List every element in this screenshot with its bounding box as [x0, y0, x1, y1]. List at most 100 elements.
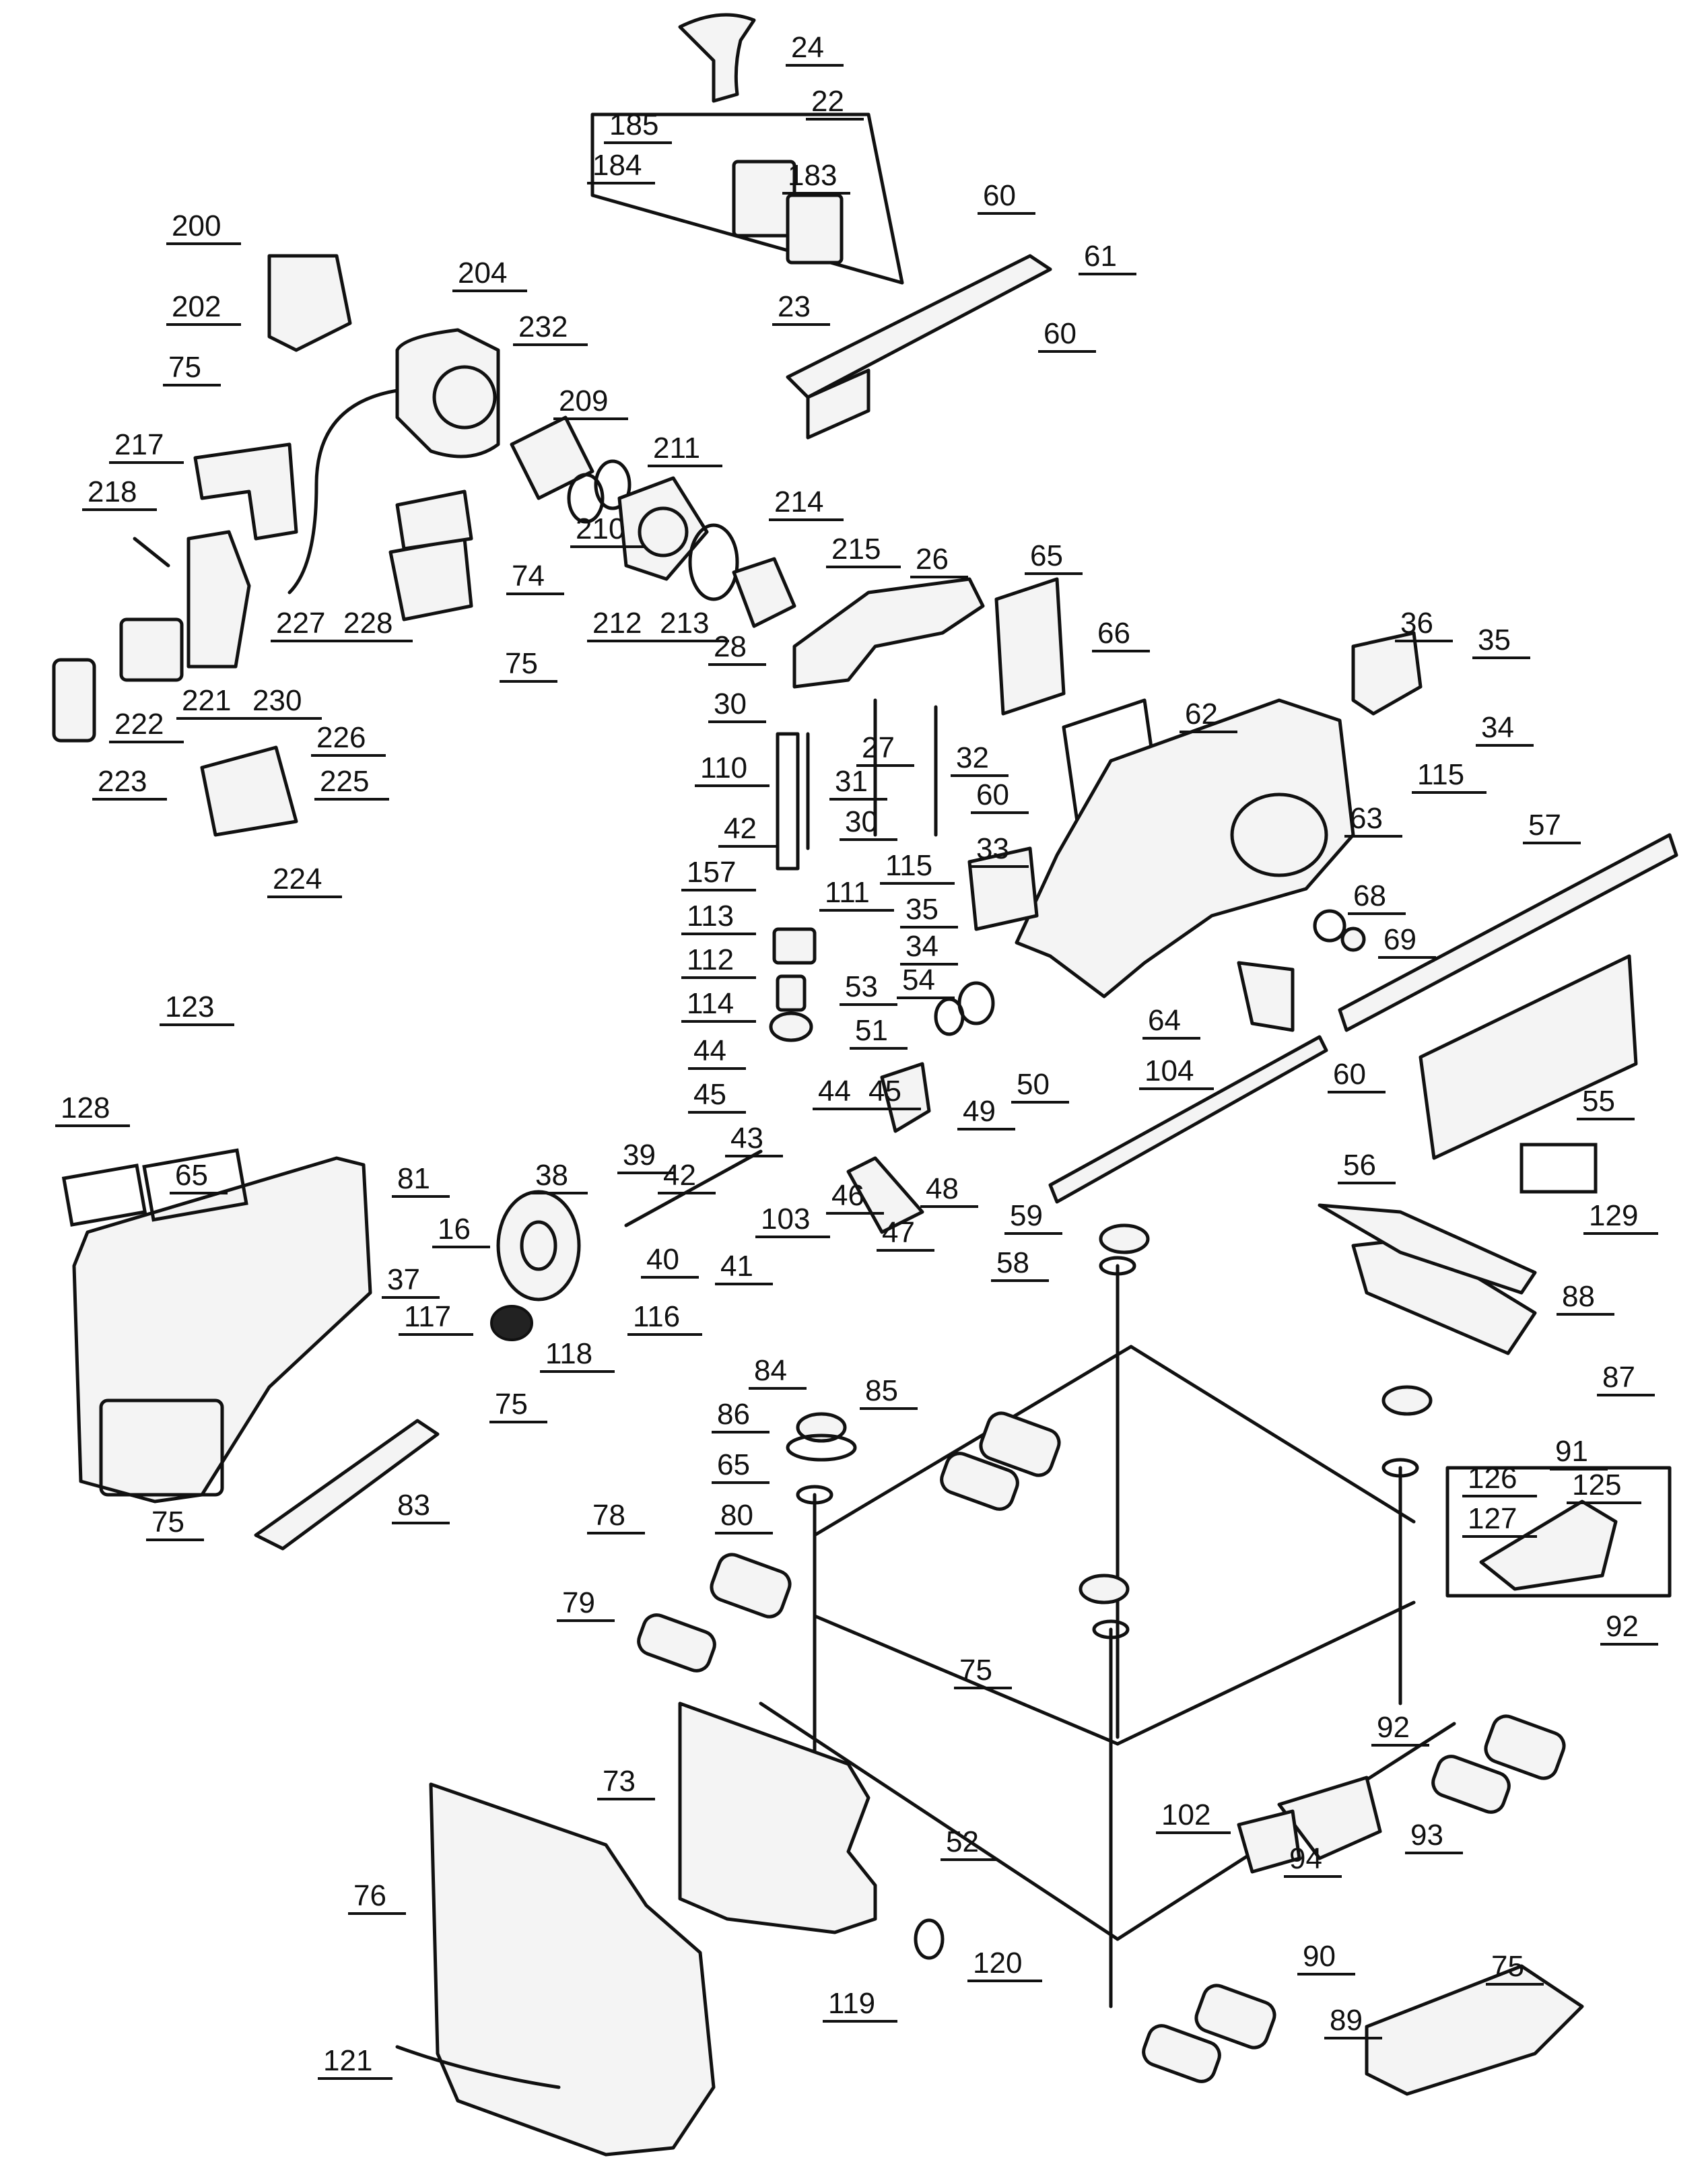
callout-label: 44 [818, 1075, 851, 1108]
callout-label: 93 [1410, 1819, 1443, 1852]
foot-block-top-b [940, 1452, 1019, 1511]
callout-30a: 30 [708, 687, 766, 723]
callout-52: 52 [941, 1825, 998, 1861]
callout-label: 127 [1468, 1502, 1517, 1535]
callout-label: 37 [387, 1263, 420, 1296]
callout-30b: 30 [840, 805, 897, 841]
callout-label: 34 [906, 930, 938, 963]
bracket-plate [732, 160, 796, 238]
callout-label: 185 [609, 108, 658, 141]
callout-75c: 75 [489, 1388, 547, 1423]
bracket-74-top [395, 489, 473, 551]
handle-89 [1365, 1964, 1584, 2096]
callout-label: 78 [592, 1499, 625, 1532]
callout-41: 41 [715, 1250, 773, 1285]
callout-label: 50 [1017, 1068, 1050, 1101]
callout-110: 110 [695, 751, 770, 787]
callout-102: 102 [1156, 1798, 1231, 1834]
callout-label: 222 [114, 708, 164, 741]
callout-label: 62 [1185, 698, 1218, 731]
block-114 [776, 974, 807, 1012]
callout-label: 102 [1161, 1798, 1210, 1831]
callout-label: 204 [458, 257, 507, 290]
callout-label: 81 [397, 1162, 430, 1195]
rail-59 [1048, 1035, 1328, 1204]
callout-224: 224 [267, 863, 342, 898]
callout-label: 230 [252, 684, 302, 717]
callout-label: 41 [720, 1250, 753, 1283]
callout-label: 212 [592, 607, 642, 640]
callout-65c: 65 [712, 1448, 770, 1484]
callout-label: 121 [323, 2044, 372, 2077]
switch-221 [119, 617, 184, 682]
foot-block-78 [710, 1553, 792, 1619]
callout-48: 48 [920, 1172, 978, 1208]
callout-213: 213 [654, 607, 729, 642]
callout-211: 211 [648, 432, 722, 467]
callout-34a: 34 [1476, 711, 1534, 747]
callout-label: 23 [778, 290, 811, 323]
switch-housing-230 [186, 530, 251, 669]
callout-227: 227 [271, 607, 345, 642]
callout-119: 119 [823, 1987, 897, 2023]
callout-63: 63 [1344, 802, 1402, 838]
gasket-213 [688, 523, 739, 601]
callout-103: 103 [755, 1203, 830, 1238]
callout-label: 45 [693, 1078, 726, 1111]
callout-200: 200 [166, 209, 241, 245]
washer-68 [1313, 909, 1346, 943]
motor-housing-200 [267, 254, 352, 352]
motor-hose [287, 389, 399, 595]
callout-45a: 45 [688, 1078, 746, 1114]
callout-label: 125 [1572, 1468, 1621, 1501]
disc-120 [914, 1918, 945, 1960]
bracket-94 [1237, 1809, 1301, 1874]
foot-mount-85 [796, 1412, 847, 1443]
callout-111: 111 [819, 876, 894, 912]
callout-91: 91 [1550, 1435, 1608, 1471]
foot-block-low-a [1194, 1984, 1276, 2050]
foot-block-right-b [1431, 1755, 1511, 1814]
callout-80: 80 [715, 1499, 773, 1534]
callout-label: 128 [61, 1091, 110, 1124]
callout-64: 64 [1142, 1004, 1200, 1040]
callout-label: 86 [717, 1398, 750, 1431]
bracket-plate-rear [786, 193, 844, 265]
callout-75e: 75 [954, 1654, 1012, 1689]
callout-label: 215 [831, 533, 881, 566]
callout-label: 224 [273, 863, 322, 896]
knob-118 [490, 1305, 533, 1341]
callout-label: 31 [835, 765, 868, 798]
callout-34b: 34 [900, 930, 958, 966]
callout-label: 90 [1303, 1940, 1336, 1973]
callout-label: 40 [646, 1243, 679, 1276]
callout-118: 118 [540, 1337, 615, 1373]
callout-label: 104 [1145, 1054, 1194, 1087]
callout-44b: 44 [813, 1075, 870, 1110]
callout-label: 129 [1589, 1199, 1638, 1232]
paddle-223 [52, 658, 96, 743]
callout-label: 63 [1350, 802, 1383, 835]
callout-120: 120 [967, 1947, 1042, 1982]
foot-mount-mid [1079, 1574, 1130, 1604]
callout-label: 58 [996, 1246, 1029, 1279]
callout-104: 104 [1139, 1054, 1214, 1090]
callout-label: 210 [576, 512, 625, 545]
callout-label: 44 [693, 1034, 726, 1067]
callout-212: 212 [587, 607, 662, 642]
callout-74: 74 [506, 560, 564, 595]
panel-56 [1419, 954, 1638, 1160]
gear-214 [732, 557, 796, 628]
callout-label: 75 [168, 351, 201, 384]
callout-label: 91 [1555, 1435, 1588, 1468]
callout-65a: 65 [1025, 539, 1083, 575]
callout-117: 117 [399, 1300, 473, 1336]
rail-bracket-61 [806, 368, 870, 440]
callout-65b: 65 [170, 1159, 228, 1194]
bracket-125 [1479, 1499, 1618, 1591]
box-224 [200, 745, 298, 837]
washer-49 [934, 997, 965, 1036]
callout-35a: 35 [1472, 623, 1530, 659]
callout-label: 45 [868, 1075, 901, 1108]
callout-47: 47 [877, 1216, 934, 1252]
